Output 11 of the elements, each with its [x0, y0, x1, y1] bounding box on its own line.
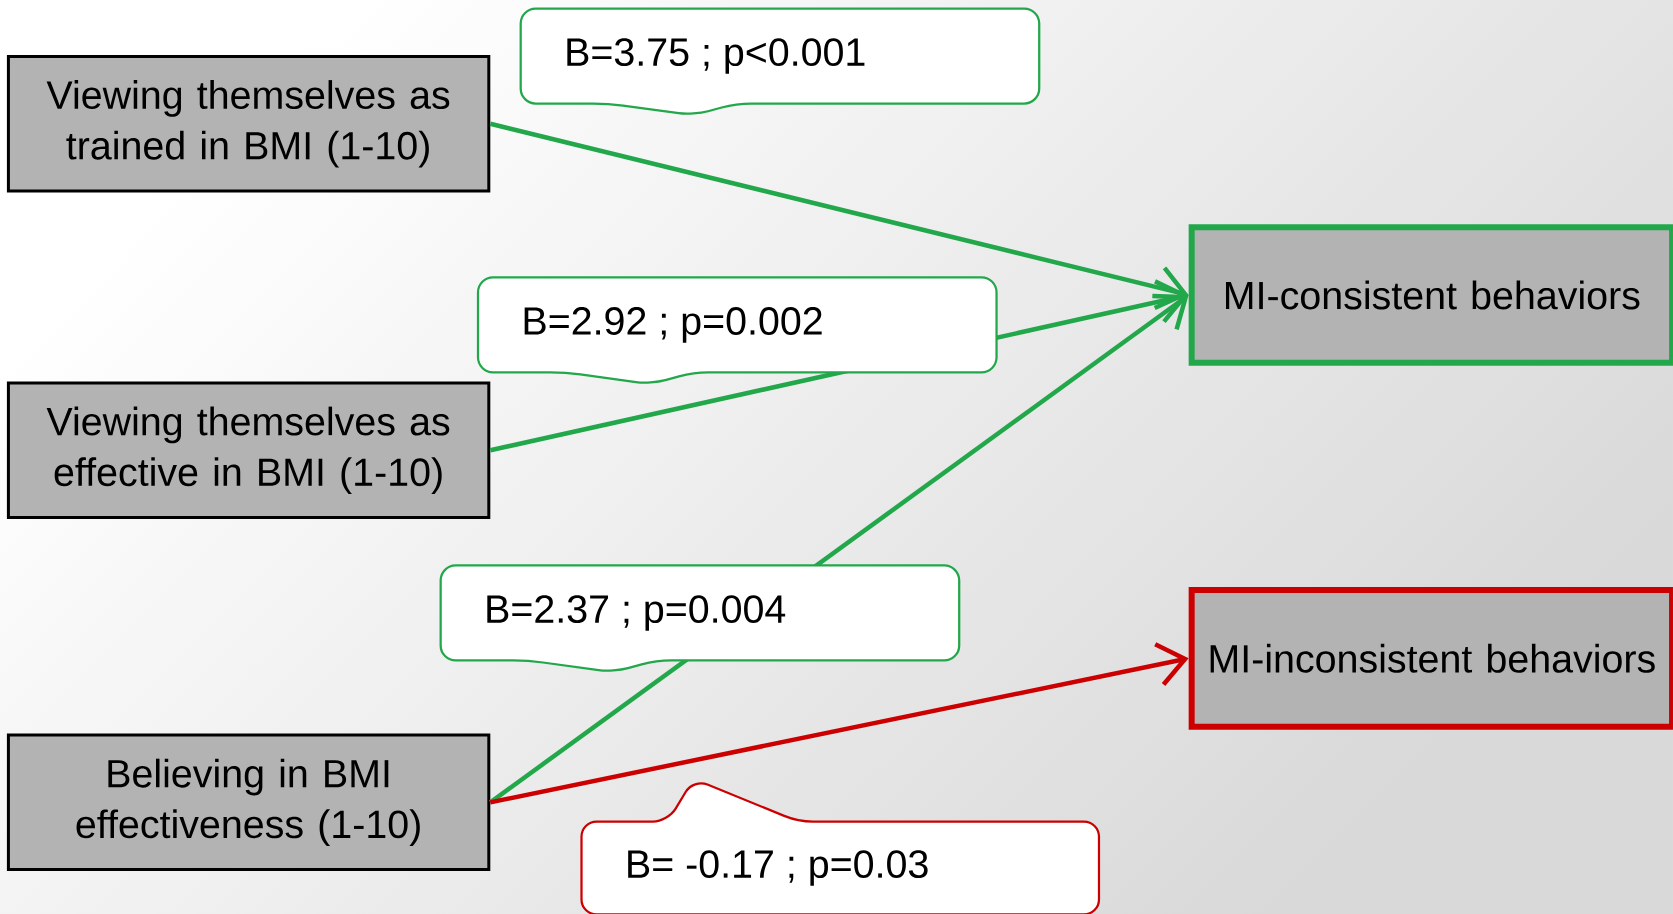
callout-label: B=2.92 ; p=0.002 — [476, 276, 998, 384]
callout-label: B=2.37 ; p=0.004 — [439, 564, 961, 672]
callout-label: B= -0.17 ; p=0.03 — [580, 782, 1101, 914]
variable-box: Viewing themselves as effective in BMI (1-10) — [6, 381, 491, 519]
variable-box: Viewing themselves as trained in BMI (1-10) — [6, 54, 491, 193]
variable-box: Believing in BMI effectiveness (1-10) — [6, 733, 491, 871]
callout-label: B=3.75 ; p<0.001 — [519, 7, 1041, 115]
variable-box: MI-inconsistent behaviors — [1188, 586, 1673, 730]
variable-box: MI-consistent behaviors — [1188, 224, 1673, 366]
arrow — [489, 121, 1189, 310]
arrow — [489, 641, 1189, 805]
